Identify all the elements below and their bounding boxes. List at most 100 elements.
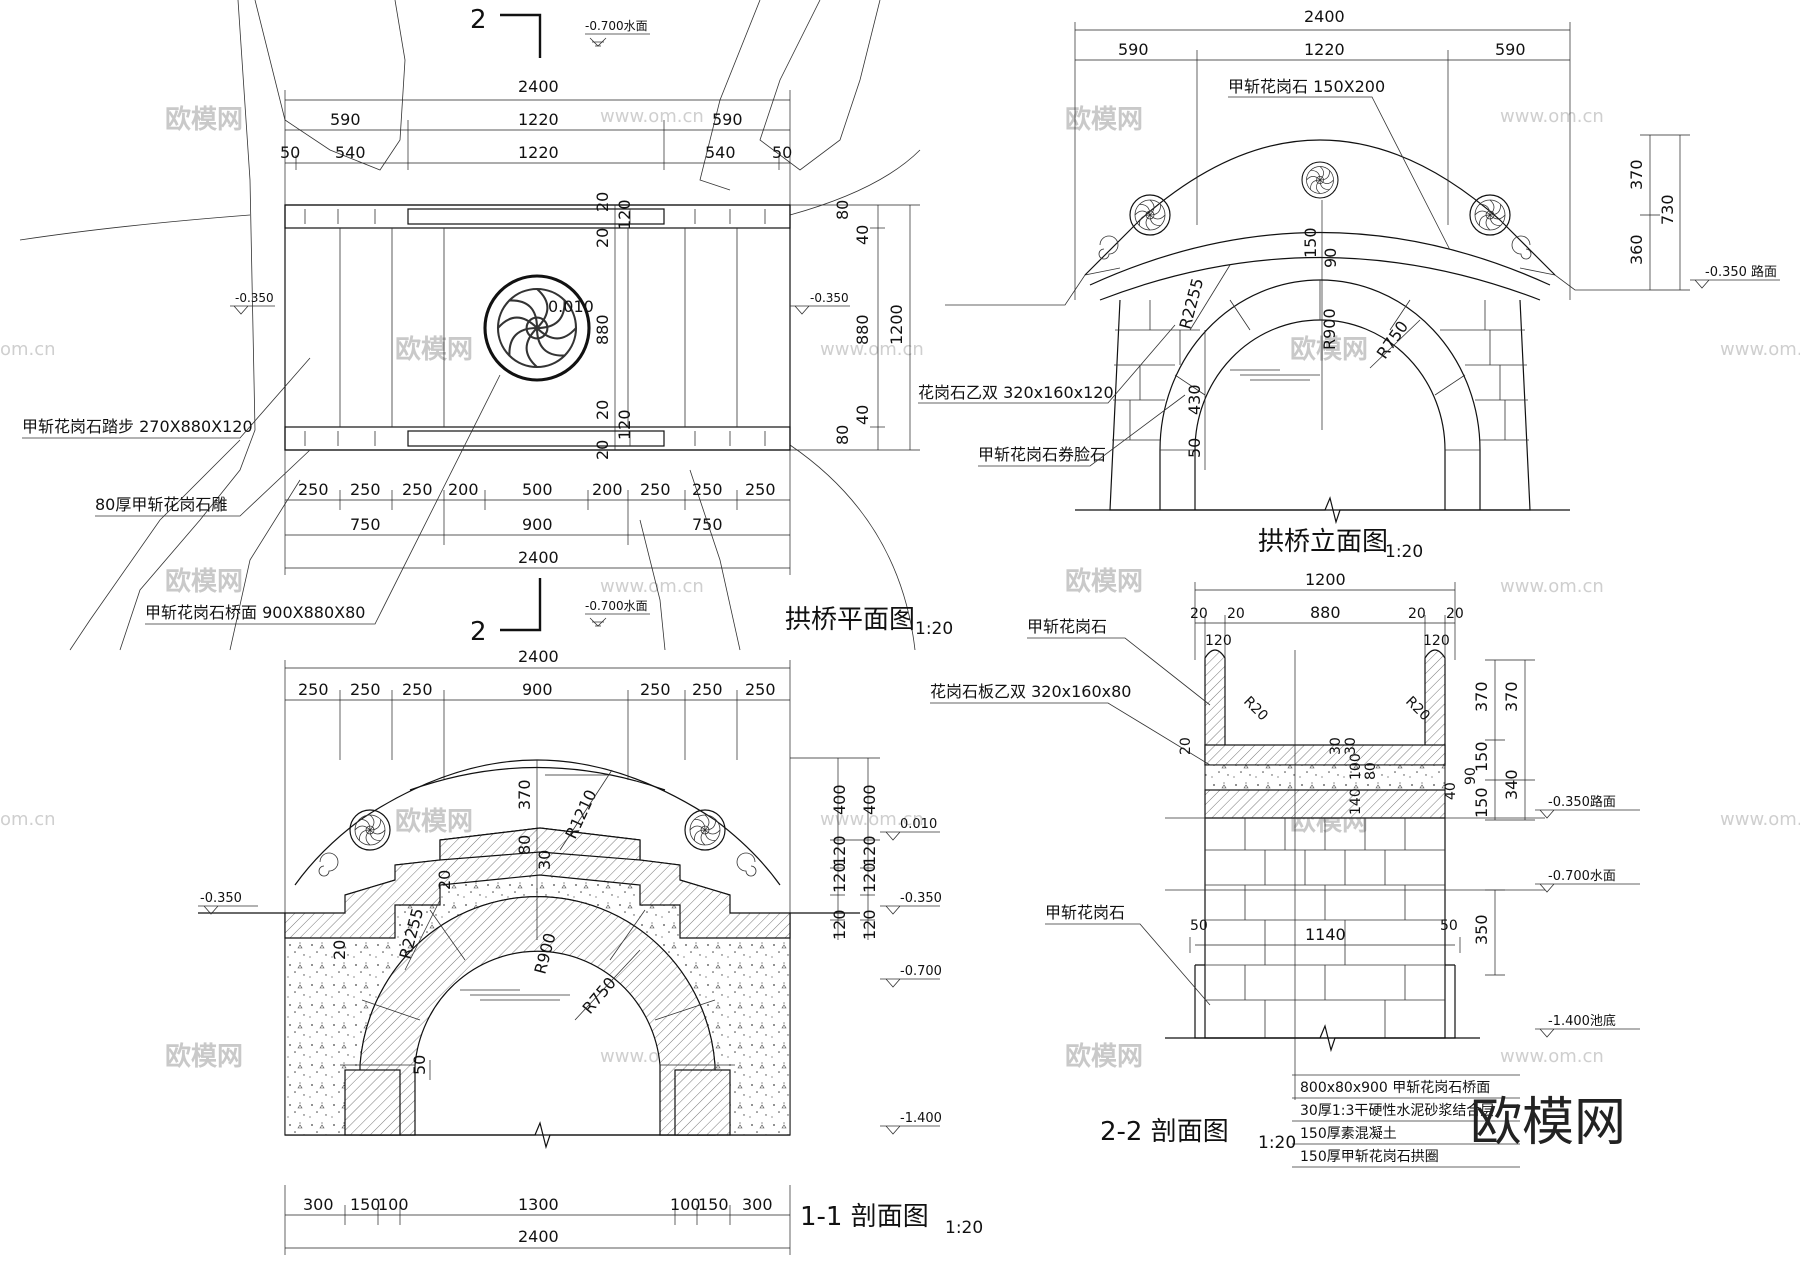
elevation-dim-top: 590 — [1495, 40, 1526, 59]
watermarks: 欧模网 www.om.cn 欧模网 www.om.cn om.cn 欧模网 ww… — [0, 104, 1800, 1072]
section11-radius: R750 — [579, 973, 620, 1017]
section22-dim-top: 880 — [1310, 603, 1341, 622]
elevation-dim-inner: 50 — [1185, 438, 1204, 458]
section-mark-top: 2 — [470, 5, 487, 35]
plan-dim-top: 50 — [280, 143, 300, 162]
section-1-1: 2400 250 250 250 900 250 250 250 400 400… — [198, 647, 983, 1255]
elevation-dim-top: 590 — [1118, 40, 1149, 59]
elevation-dim-top: 1220 — [1304, 40, 1345, 59]
watermark-brand: 欧模网 — [1065, 1041, 1143, 1072]
elevation-scale: 1:20 — [1385, 542, 1423, 562]
plan-dim-top: 50 — [772, 143, 792, 162]
section22-legend-item: 150厚甲斩花岗石拱圈 — [1300, 1149, 1439, 1165]
section22-dim-right: 370 — [1502, 681, 1521, 712]
section11-dim-bottom: 150 — [698, 1195, 729, 1214]
section22-level: -0.350路面 — [1548, 794, 1616, 810]
section11-dim-right: 120 — [860, 835, 879, 866]
section11-dim-inner: 80 — [515, 835, 534, 855]
plan-level-left: -0.350 — [235, 291, 274, 305]
plan-dim-right: 20 — [593, 400, 612, 420]
section11-dim-top: 250 — [298, 680, 329, 699]
plan-dim-bottom: 250 — [298, 480, 329, 499]
watermark-brand: 欧模网 — [165, 1041, 243, 1072]
section22-scale: 1:20 — [1258, 1133, 1296, 1153]
elevation-dim-right: 360 — [1627, 234, 1646, 265]
plan-dim-top: 540 — [335, 143, 366, 162]
section22-note-base: 甲斩花岗石 — [1045, 903, 1125, 922]
section11-level: -0.350 — [900, 891, 942, 906]
plan-level-right: -0.350 — [810, 291, 849, 305]
section11-level: -0.350 — [200, 891, 242, 906]
section22-dim-inner: 140 — [1348, 788, 1364, 815]
watermark-brand: 欧模网 — [165, 566, 243, 597]
section11-dim-inner: 20 — [330, 940, 349, 960]
plan-dim-bottom: 250 — [350, 480, 381, 499]
plan-water-level-top: -0.700水面 — [585, 19, 648, 33]
section-2-2: 1200 20 20 880 20 20 120 120 R20 R20 20 … — [930, 570, 1640, 1168]
section11-dim-bottom: 100 — [670, 1195, 701, 1214]
plan-dim-bottom: 2400 — [518, 548, 559, 567]
section11-dim-right: 120 — [860, 909, 879, 940]
plan-dim-top: 1220 — [518, 143, 559, 162]
section22-level: -0.700水面 — [1548, 869, 1616, 884]
plan-dim-bottom: 250 — [692, 480, 723, 499]
watermark-url: www.om.cn — [1500, 1046, 1604, 1067]
elevation-radius: R2255 — [1176, 276, 1208, 331]
section11-dim-top: 250 — [402, 680, 433, 699]
section11-dim-inner: 50 — [410, 1055, 429, 1075]
elevation-radius: R900 — [1320, 308, 1339, 350]
section11-dim-top: 250 — [640, 680, 671, 699]
plan-dim-top: 590 — [330, 110, 361, 129]
plan-level-center: 0.010 — [548, 297, 594, 316]
plan-dim-bottom: 200 — [592, 480, 623, 499]
elevation-dim-inner: 150 — [1301, 227, 1320, 258]
plan-note-steps: 甲斩花岗石踏步 270X880X120 — [22, 417, 253, 436]
elevation-view: 2400 590 1220 590 370 360 730 -0.350 路面 … — [918, 7, 1780, 562]
elevation-note-coping: 甲斩花岗石 150X200 — [1228, 77, 1385, 96]
section22-note-slab: 花岗石板乙双 320x160x80 — [930, 682, 1131, 701]
plan-dim-bottom: 900 — [522, 515, 553, 534]
section22-dim-right: 150 — [1472, 787, 1491, 818]
watermark-url: www.om.cn — [1720, 809, 1800, 830]
plan-dim-bottom: 250 — [745, 480, 776, 499]
plan-view: 0.010 2400 590 1220 590 50 540 1220 540 … — [19, 0, 953, 651]
plan-dim-right: 80 — [833, 200, 852, 220]
section22-dim-right: 340 — [1502, 769, 1521, 800]
plan-dim-bottom: 750 — [692, 515, 723, 534]
section22-dim-right: 370 — [1472, 681, 1491, 712]
section11-scale: 1:20 — [945, 1218, 983, 1238]
section22-dim-inner: 20 — [1178, 737, 1194, 755]
section22-dim-inner: 90 — [1463, 767, 1479, 785]
section11-level: -0.700 — [900, 964, 942, 979]
plan-dim-bottom: 250 — [640, 480, 671, 499]
watermark-url: www.om.cn — [600, 576, 704, 597]
section11-dim-bottom: 2400 — [518, 1227, 559, 1246]
plan-note-carving: 80厚甲斩花岗石雕 — [95, 495, 227, 514]
section22-dim-inner: R20 — [1240, 694, 1271, 725]
elevation-note-wall: 花岗石乙双 320x160x120 — [918, 383, 1114, 402]
watermark-brand: 欧模网 — [395, 334, 473, 365]
section11-dim-right: 400 — [830, 784, 849, 815]
section11-dim-bottom: 150 — [350, 1195, 381, 1214]
plan-dim-top: 540 — [705, 143, 736, 162]
section22-legend-item: 150厚素混凝土 — [1300, 1126, 1397, 1142]
section22-dim-inner: 80 — [1363, 762, 1379, 780]
section22-note-post: 甲斩花岗石 — [1027, 617, 1107, 636]
plan-dim-right: 40 — [853, 225, 872, 245]
section22-dim-top: 20 — [1190, 606, 1208, 622]
section22-dim-top: 20 — [1446, 606, 1464, 622]
elevation-dim-inner: 90 — [1321, 248, 1340, 268]
section11-dim-right: 400 — [860, 784, 879, 815]
section11-dim-right: 120 — [860, 862, 879, 893]
section11-dim-bottom: 100 — [378, 1195, 409, 1214]
section11-level: 0.010 — [900, 817, 937, 832]
section22-dim-inner: 120 — [1205, 633, 1232, 649]
section22-dim-inner: 1140 — [1305, 925, 1346, 944]
section11-dim-right: 120 — [830, 909, 849, 940]
watermark-url: www.om.cn — [600, 106, 704, 127]
section11-dim-inner: 20 — [435, 870, 454, 890]
plan-dim-bottom: 250 — [402, 480, 433, 499]
plan-dim-right: 120 — [615, 199, 634, 230]
section22-dim-top: 20 — [1408, 606, 1426, 622]
plan-dim-right: 880 — [853, 314, 872, 345]
